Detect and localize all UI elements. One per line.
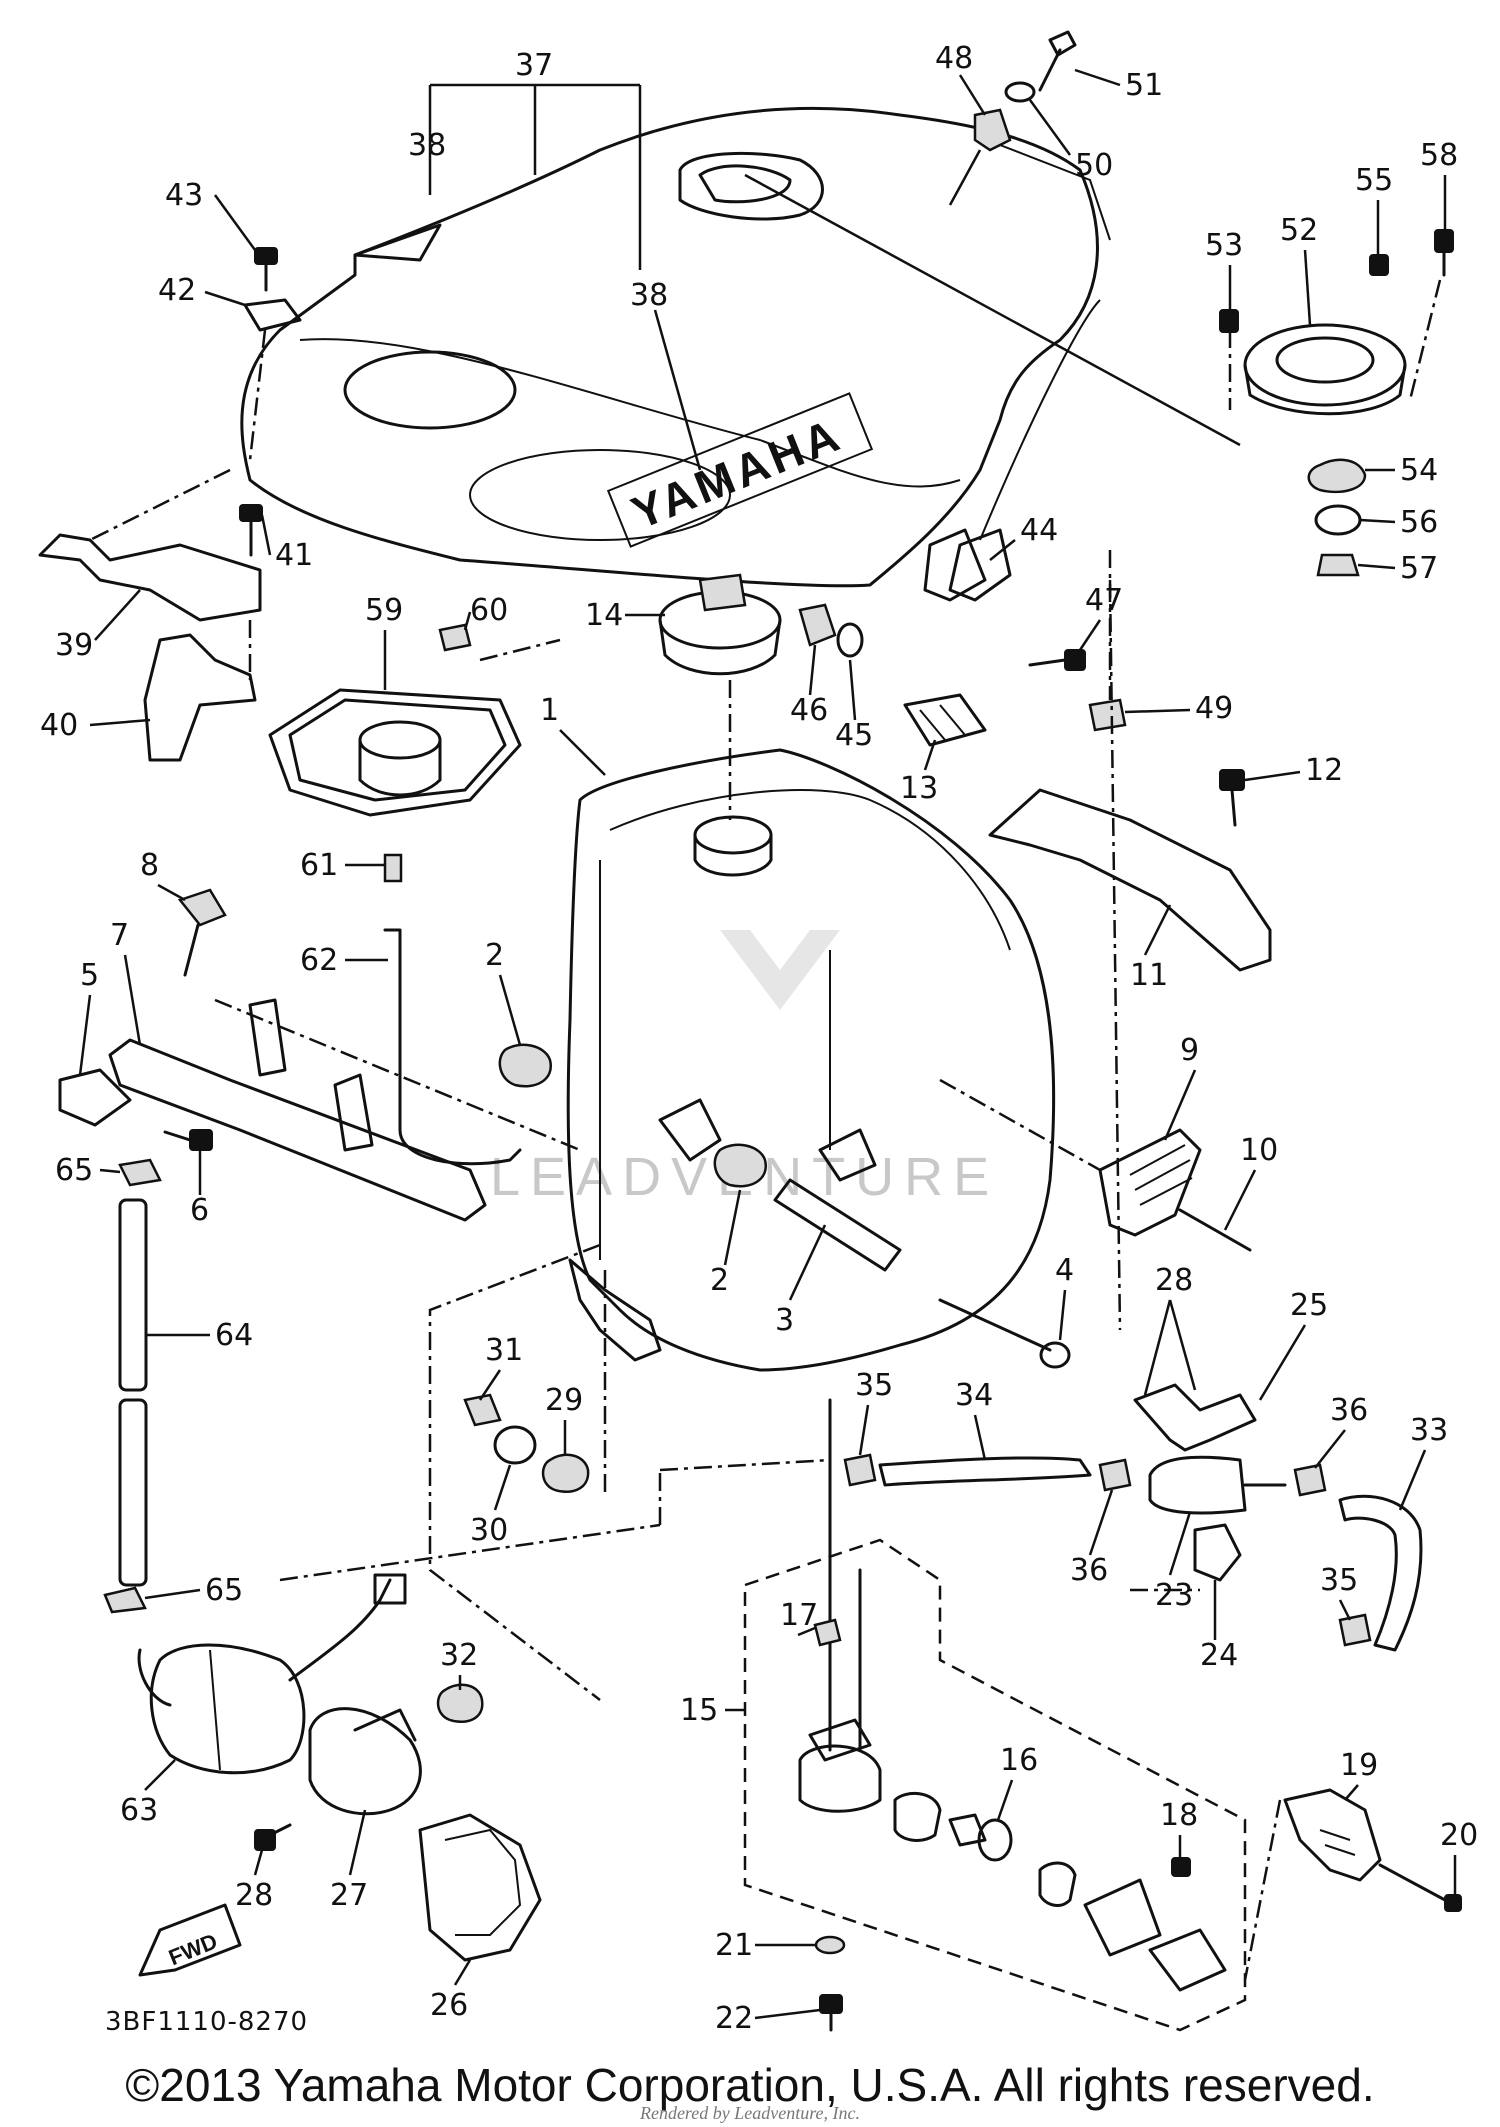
fuel-pump <box>137 1458 831 1962</box>
callout-56: 56 <box>1400 505 1438 540</box>
callout-51: 51 <box>1125 68 1163 103</box>
callout-15: 15 <box>680 1693 718 1728</box>
callout-38a: 38 <box>408 128 446 163</box>
callout-52: 52 <box>1280 213 1318 248</box>
tank-mount-rubbers <box>498 1043 1071 1369</box>
rear-rubber <box>939 1078 1252 1252</box>
callout-54: 54 <box>1400 453 1438 488</box>
callout-62: 62 <box>300 943 338 978</box>
callout-49: 49 <box>1195 691 1233 726</box>
callout-53: 53 <box>1205 228 1243 263</box>
callout-41: 41 <box>275 538 313 573</box>
callouts: 37 38 38 43 42 48 50 51 52 53 55 58 54 5… <box>40 41 1478 2036</box>
copyright-notice: ©2013 Yamaha Motor Corporation, U.S.A. A… <box>125 2059 1375 2111</box>
callout-14: 14 <box>585 598 623 633</box>
callout-43: 43 <box>165 178 203 213</box>
callout-12: 12 <box>1305 753 1343 788</box>
callout-1: 1 <box>540 693 559 728</box>
part-code: 3BF1110-8270 <box>105 2007 308 2037</box>
callout-2a: 2 <box>485 938 504 973</box>
callout-65a: 65 <box>55 1153 93 1188</box>
callout-13: 13 <box>900 771 938 806</box>
callout-40: 40 <box>40 708 78 743</box>
callout-59: 59 <box>365 593 403 628</box>
callout-46: 46 <box>790 693 828 728</box>
fuel-cock-assembly <box>743 1398 1247 2032</box>
callout-63: 63 <box>120 1793 158 1828</box>
callout-3: 3 <box>775 1303 794 1338</box>
callout-29: 29 <box>545 1383 583 1418</box>
fuel-tank <box>566 748 1056 1372</box>
top-mount <box>948 30 1077 206</box>
callout-27: 27 <box>330 1878 368 1913</box>
yamaha-decal: YAMAHA <box>624 408 849 539</box>
callout-32: 32 <box>440 1638 478 1673</box>
fwd-arrow: FWD <box>138 1903 242 1977</box>
callout-35a: 35 <box>855 1368 893 1403</box>
side-clip <box>948 528 1012 602</box>
callout-65b: 65 <box>205 1573 243 1608</box>
callout-28b: 28 <box>235 1878 273 1913</box>
callout-2b: 2 <box>710 1263 729 1298</box>
fuel-sender <box>1243 1788 1462 1981</box>
callout-26: 26 <box>430 1988 468 2023</box>
filler-tray <box>268 623 561 1166</box>
callout-30: 30 <box>470 1513 508 1548</box>
callout-57: 57 <box>1400 551 1438 586</box>
callout-44: 44 <box>1020 513 1058 548</box>
callout-36b: 36 <box>1070 1553 1108 1588</box>
callout-21: 21 <box>715 1928 753 1963</box>
callout-60: 60 <box>470 593 508 628</box>
callout-24: 24 <box>1200 1638 1238 1673</box>
vent-hose <box>103 1158 162 1614</box>
rendered-by-credit: Rendered by Leadventure, Inc. <box>639 2103 861 2123</box>
grommet-set <box>463 1393 590 1494</box>
callout-47: 47 <box>1085 583 1123 618</box>
callout-31: 31 <box>485 1333 523 1368</box>
callout-4: 4 <box>1055 1253 1074 1288</box>
callout-17: 17 <box>780 1598 818 1633</box>
callout-37: 37 <box>515 48 553 83</box>
callout-64: 64 <box>215 1318 253 1353</box>
fuel-line-assembly <box>843 1383 1423 1652</box>
callout-16: 16 <box>1000 1743 1038 1778</box>
callout-18: 18 <box>1160 1798 1198 1833</box>
callout-6: 6 <box>190 1193 209 1228</box>
callout-20: 20 <box>1440 1818 1478 1853</box>
callout-35b: 35 <box>1320 1563 1358 1598</box>
callout-8: 8 <box>140 848 159 883</box>
callout-33: 33 <box>1410 1413 1448 1448</box>
lower-bracket <box>58 888 581 1222</box>
fuel-cap <box>658 573 782 820</box>
callout-39: 39 <box>55 628 93 663</box>
callout-25: 25 <box>1290 1288 1328 1323</box>
cap-fasteners <box>798 528 1086 671</box>
callout-23: 23 <box>1155 1578 1193 1613</box>
callout-45: 45 <box>835 718 873 753</box>
tank-cover: YAMAHA <box>240 106 1111 588</box>
callout-38b: 38 <box>630 278 668 313</box>
callout-5: 5 <box>80 958 99 993</box>
callout-55: 55 <box>1355 163 1393 198</box>
assembly-guides <box>428 579 1122 1701</box>
callout-34: 34 <box>955 1378 993 1413</box>
callout-61: 61 <box>300 848 338 883</box>
callout-11: 11 <box>1130 958 1168 993</box>
callout-42: 42 <box>158 273 196 308</box>
callout-7: 7 <box>110 918 129 953</box>
callout-22: 22 <box>715 2001 753 2036</box>
callout-19: 19 <box>1340 1748 1378 1783</box>
front-brackets <box>38 468 263 762</box>
callout-10: 10 <box>1240 1133 1278 1168</box>
callout-50: 50 <box>1075 148 1113 183</box>
callout-36a: 36 <box>1330 1393 1368 1428</box>
filler-neck-parts <box>744 173 1454 577</box>
rear-bracket <box>903 550 1272 972</box>
callout-9: 9 <box>1180 1033 1199 1068</box>
callout-28a: 28 <box>1155 1263 1193 1298</box>
cover-bolt-assembly <box>243 247 302 461</box>
callout-58: 58 <box>1420 138 1458 173</box>
callout-48: 48 <box>935 41 973 76</box>
